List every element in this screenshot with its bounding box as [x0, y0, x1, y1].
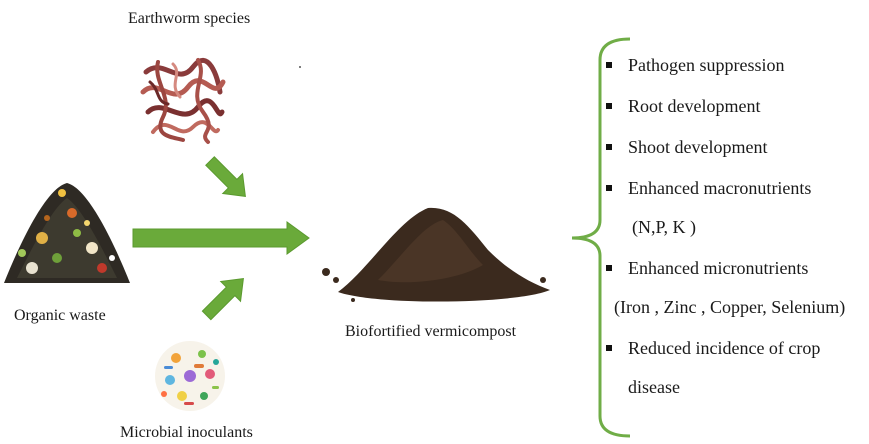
- bullet-icon: [606, 103, 612, 109]
- benefit-shoot-development: Shoot development: [598, 137, 845, 157]
- benefit-text: Pathogen suppression: [628, 55, 785, 75]
- earthworm-label: Earthworm species: [128, 10, 251, 27]
- benefit-macronutrients: Enhanced macronutrients (N,P, K ): [598, 178, 845, 237]
- main-arrow: [132, 221, 310, 255]
- vermicompost-label: Biofortified vermicompost: [345, 323, 517, 340]
- bullet-icon: [606, 144, 612, 150]
- benefit-micronutrients: Enhanced micronutrients (Iron , Zinc , C…: [598, 258, 845, 317]
- benefit-pathogen-suppression: Pathogen suppression: [598, 55, 845, 75]
- benefit-subtext: disease: [628, 377, 680, 397]
- benefits-brace: [571, 37, 631, 438]
- bullet-icon: [606, 62, 612, 68]
- bullet-icon: [606, 185, 612, 191]
- stray-dot: [299, 66, 301, 68]
- organic-waste-image: [4, 183, 130, 283]
- earthworm-image: [140, 57, 226, 144]
- benefit-text: Enhanced micronutrients: [628, 258, 809, 278]
- microbial-arrow: [201, 278, 244, 321]
- bullet-icon: [606, 265, 612, 271]
- benefit-text: Root development: [628, 96, 761, 116]
- benefit-text: Reduced incidence of crop: [628, 338, 821, 358]
- organic-waste-label: Organic waste: [14, 307, 106, 324]
- microbial-inoculants-label: Microbial inoculants: [120, 424, 253, 441]
- earthworm-arrow: [205, 156, 246, 197]
- benefit-subtext: (N,P, K ): [632, 217, 697, 237]
- benefit-text: Enhanced macronutrients: [628, 178, 812, 198]
- benefits-list: Pathogen suppression Root development Sh…: [598, 55, 845, 418]
- benefit-text: Shoot development: [628, 137, 768, 157]
- microbial-image: [155, 341, 225, 411]
- benefit-subtext: (Iron , Zinc , Copper, Selenium): [614, 297, 846, 317]
- benefit-crop-disease: Reduced incidence of crop disease: [598, 338, 845, 397]
- benefit-root-development: Root development: [598, 96, 845, 116]
- vermicompost-image: [322, 207, 550, 302]
- bullet-icon: [606, 345, 612, 351]
